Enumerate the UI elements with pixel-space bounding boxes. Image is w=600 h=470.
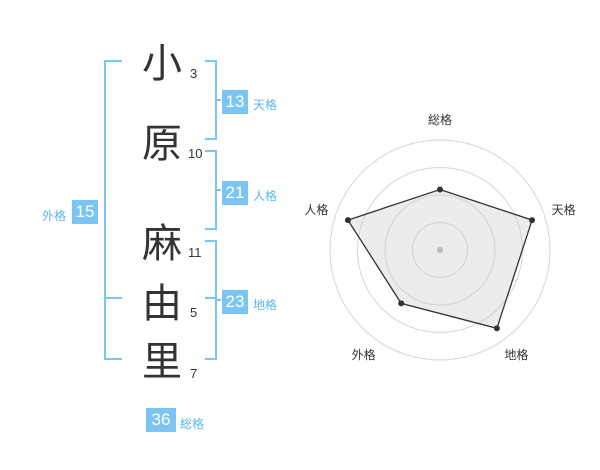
chikaku-label: 地格 bbox=[253, 298, 278, 312]
chikaku-bracket-tick bbox=[205, 297, 217, 299]
name-char-5: 里 bbox=[142, 339, 182, 385]
radar-axis-label-1: 総格 bbox=[428, 112, 452, 127]
jinkaku-bracket-tick bbox=[215, 189, 221, 191]
radar-point-2 bbox=[529, 217, 536, 224]
gaikaku-bracket bbox=[104, 60, 122, 360]
jinkaku-label: 人格 bbox=[253, 189, 278, 203]
radar-point-4 bbox=[398, 300, 405, 307]
gaikaku-label: 外格 bbox=[42, 209, 67, 223]
stroke-count-1: 3 bbox=[190, 66, 198, 81]
stroke-count-4: 5 bbox=[190, 305, 198, 320]
name-char-4: 由 bbox=[142, 281, 182, 327]
tenkaku-label: 天格 bbox=[253, 98, 278, 112]
soukaku-value: 36 bbox=[146, 408, 176, 432]
chikaku-bracket-tick-out bbox=[215, 299, 221, 301]
radar-ring bbox=[412, 222, 468, 278]
radar-point-5 bbox=[344, 217, 351, 224]
radar-ring bbox=[329, 139, 551, 361]
radar-ring bbox=[384, 194, 496, 306]
stroke-count-3: 11 bbox=[188, 245, 202, 260]
tenkaku-bracket-tick bbox=[215, 99, 221, 101]
radar-point-1 bbox=[437, 186, 443, 193]
chikaku-value: 23 bbox=[222, 290, 248, 314]
jinkaku-value: 21 bbox=[222, 181, 248, 205]
name-char-2: 原 bbox=[142, 121, 182, 167]
radar-point-3 bbox=[493, 325, 500, 332]
radar-axis-label-2: 天格 bbox=[552, 202, 576, 217]
radar-axis-label-5: 人格 bbox=[304, 202, 328, 217]
radar-polygon bbox=[346, 188, 533, 330]
gaikaku-value: 15 bbox=[72, 200, 98, 224]
radar-axis-label-3: 地格 bbox=[504, 347, 528, 362]
gaikaku-bracket-tick bbox=[104, 297, 122, 299]
name-char-1: 小 bbox=[142, 41, 182, 87]
radar-axis-label-4: 外格 bbox=[352, 347, 376, 362]
stroke-count-5: 7 bbox=[190, 366, 198, 381]
name-char-3: 麻 bbox=[142, 221, 182, 267]
tenkaku-value: 13 bbox=[222, 90, 248, 114]
stroke-count-2: 10 bbox=[188, 146, 203, 161]
radar-center-dot bbox=[437, 247, 443, 253]
soukaku-label: 総格 bbox=[180, 417, 205, 431]
